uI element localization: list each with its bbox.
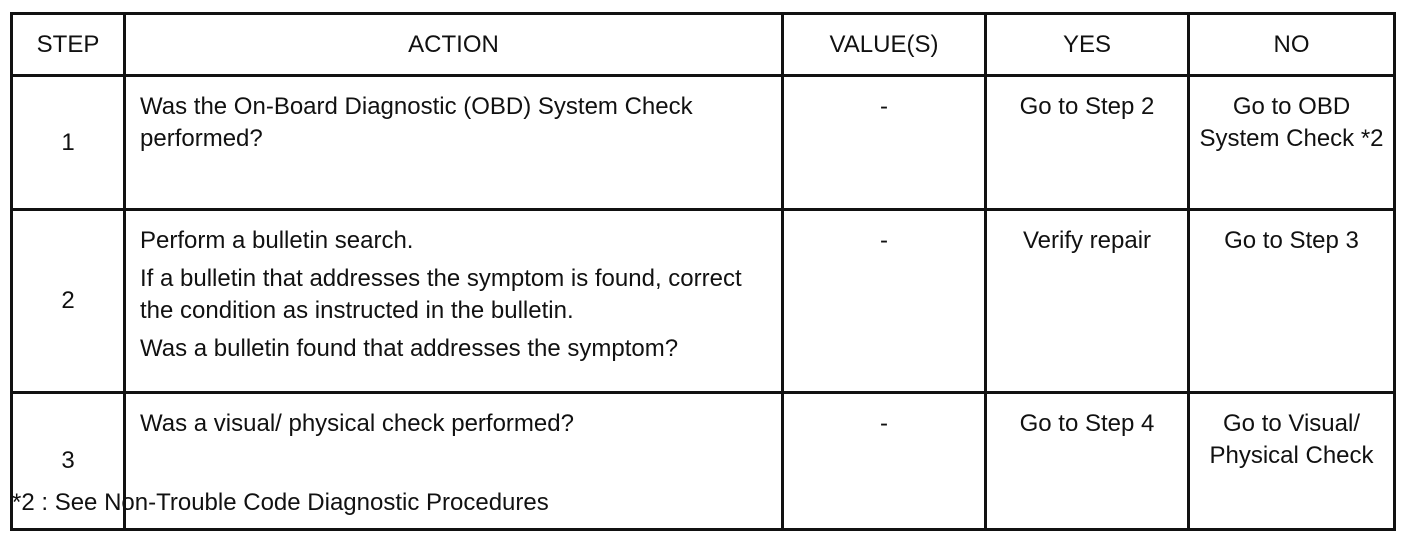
footnote: *2 : See Non-Trouble Code Diagnostic Pro… — [12, 489, 549, 516]
action-text: Perform a bulletin search. — [140, 227, 414, 254]
diagnostic-table: STEP ACTION VALUE(S) YES NO 1 Was the On… — [10, 12, 1396, 531]
table-row: 1 Was the On-Board Diagnostic (OBD) Syst… — [10, 74, 1396, 211]
no-cell: Go to Step 3 — [1187, 208, 1396, 394]
no-text: Go to Visual/ Physical Check — [1209, 410, 1374, 469]
table-row: 3 Was a visual/ physical check performed… — [10, 391, 1396, 531]
action-cell: Was a visual/ physical check performed? — [123, 391, 784, 531]
yes-cell: Go to Step 2 — [984, 74, 1190, 211]
action-text: Was a visual/ physical check performed? — [140, 410, 574, 437]
header-action: ACTION — [123, 12, 784, 77]
table-row: 2 Perform a bulletin search. If a bullet… — [10, 208, 1396, 394]
header-values: VALUE(S) — [781, 12, 987, 77]
action-cell: Perform a bulletin search. If a bulletin… — [123, 208, 784, 394]
header-step: STEP — [10, 12, 126, 77]
no-cell: Go to Visual/ Physical Check — [1187, 391, 1396, 531]
action-text: If a bulletin that addresses the symptom… — [140, 265, 742, 324]
header-yes: YES — [984, 12, 1190, 77]
no-cell: Go to OBD System Check *2 — [1187, 74, 1396, 211]
yes-cell: Verify repair — [984, 208, 1190, 394]
step-number: 1 — [10, 74, 126, 211]
yes-cell: Go to Step 4 — [984, 391, 1190, 531]
values-cell: - — [781, 208, 987, 394]
step-number: 3 — [10, 391, 126, 531]
no-text: Go to Step 3 — [1224, 227, 1359, 254]
no-text: Go to OBD System Check *2 — [1199, 93, 1384, 152]
action-text: Was a bulletin found that addresses the … — [140, 335, 679, 362]
header-row: STEP ACTION VALUE(S) YES NO — [10, 12, 1396, 77]
values-cell: - — [781, 74, 987, 211]
action-text: Was the On-Board Diagnostic (OBD) System… — [140, 93, 693, 152]
values-cell: - — [781, 391, 987, 531]
header-no: NO — [1187, 12, 1396, 77]
step-number: 2 — [10, 208, 126, 394]
action-cell: Was the On-Board Diagnostic (OBD) System… — [123, 74, 784, 211]
